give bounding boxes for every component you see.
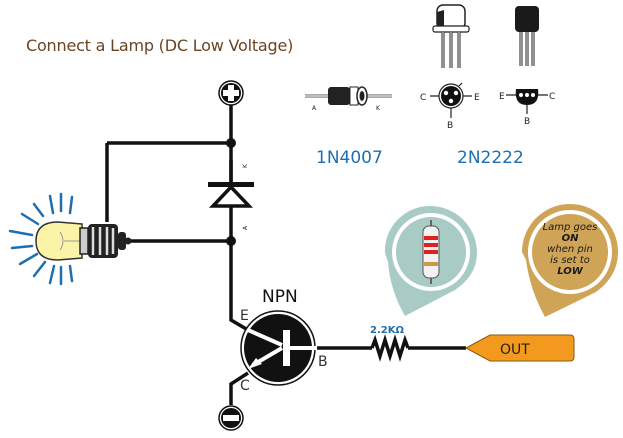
- diagram-title: Connect a Lamp (DC Low Voltage): [26, 36, 294, 55]
- to92-pin-b: B: [524, 117, 530, 127]
- diode-package-icon: A K: [305, 86, 392, 112]
- to92-pinout-icon: E C B: [499, 89, 555, 127]
- diode-pkg-pin-k: K: [376, 105, 381, 112]
- diode-a-label: A: [242, 225, 249, 230]
- negative-terminal-icon: [218, 405, 244, 431]
- out-label: OUT: [500, 342, 530, 358]
- transistor-part-label: 2N2222: [457, 148, 524, 168]
- can-pin-b: B: [447, 121, 453, 131]
- to92-pin-e: E: [499, 92, 505, 102]
- note-line1: Lamp goes: [542, 222, 598, 233]
- diode-part-label: 1N4007: [316, 148, 383, 168]
- resistor-callout-bubble: [384, 205, 477, 316]
- to92-pin-c: C: [549, 92, 555, 102]
- note-callout-bubble: [522, 204, 618, 317]
- collector-label: C: [240, 378, 250, 394]
- emitter-label: E: [240, 308, 249, 324]
- can-pin-e: E: [474, 93, 480, 103]
- base-label: B: [318, 354, 328, 370]
- note-line4: is set to: [550, 255, 590, 266]
- npn-transistor-symbol: NPN E C B: [240, 287, 328, 394]
- lamp-icon: [8, 192, 132, 286]
- metal-can-transistor-icon: [432, 4, 470, 68]
- resistor-symbol: 2.2KΩ: [370, 325, 410, 362]
- note-line3: when pin: [547, 244, 593, 255]
- junction-dot: [226, 138, 236, 148]
- resistor-component-icon: [422, 220, 440, 284]
- npn-label: NPN: [262, 287, 298, 307]
- diode-pkg-pin-a: A: [312, 105, 317, 112]
- junction-dot: [226, 236, 236, 246]
- can-pin-c: C: [420, 93, 426, 103]
- to92-transistor-icon: [515, 6, 539, 66]
- diode-k-label: K: [242, 163, 249, 168]
- note-text: Lamp goes ON when pin is set to LOW: [530, 222, 610, 277]
- note-line5: LOW: [557, 266, 583, 277]
- diode-symbol: K A: [208, 160, 254, 230]
- metal-can-pinout-icon: C E B: [420, 82, 480, 131]
- out-pin-tag: OUT: [464, 334, 575, 362]
- resistor-value-label: 2.2KΩ: [370, 325, 404, 336]
- positive-terminal-icon: [218, 80, 244, 106]
- note-line2: ON: [561, 233, 579, 244]
